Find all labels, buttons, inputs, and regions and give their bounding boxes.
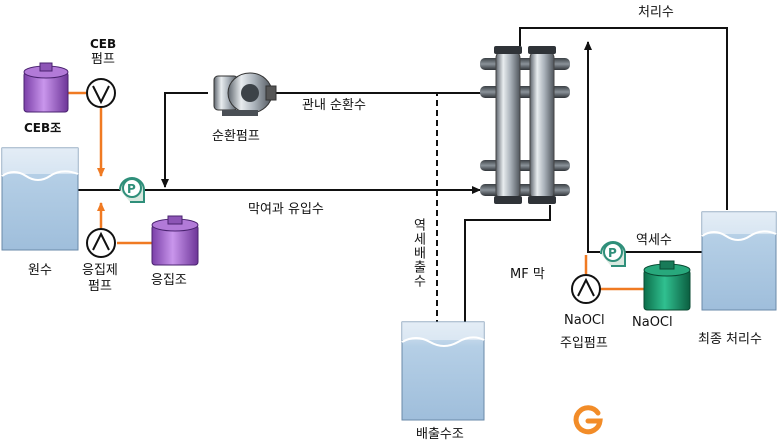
backwash-pump: P — [600, 241, 626, 267]
recirculation-line-left — [161, 92, 208, 188]
ceb-pump-label-2: 펌프 — [91, 52, 115, 67]
discharge-tank — [401, 321, 485, 421]
treated-water-label: 처리수 — [638, 5, 674, 20]
ceb-pump-label-1: CEB — [90, 37, 116, 51]
ceb-pump — [86, 78, 116, 108]
membrane-inflow-label: 막여과 유입수 — [248, 202, 324, 217]
backwash-line-2 — [584, 41, 600, 253]
coagulant-pump — [86, 228, 116, 258]
circulation-pump-label: 순환펌프 — [212, 129, 260, 144]
coagulant-pump-label-1: 응집제 — [82, 263, 118, 278]
backwash-pump-symbol: P — [608, 246, 617, 260]
backwash-discharge-label: 역세배출수 — [411, 218, 426, 288]
circulation-pump — [213, 72, 277, 116]
drain-line — [461, 205, 551, 331]
inlet-pump: P — [119, 177, 145, 203]
discharge-tank-label: 배출수조 — [416, 427, 464, 442]
mf-membrane-module — [480, 46, 570, 204]
recirculation-label: 관내 순환수 — [302, 98, 366, 113]
final-treated-water-tank — [701, 211, 777, 311]
naocl-tank — [643, 260, 691, 311]
naocl-pump-label-2: 주입펌프 — [560, 336, 608, 351]
naocl-pump-label-1: NaOCl — [564, 313, 605, 328]
coagulant-pump-label-2: 펌프 — [88, 279, 112, 294]
ceb-tank-label: CEB조 — [24, 121, 61, 135]
coagulant-tank — [151, 215, 199, 266]
naocl-tank-label: NaOCl — [632, 315, 673, 330]
raw-water-label: 원수 — [28, 263, 52, 278]
flow-lines — [78, 27, 728, 331]
final-treated-water-label: 최종 처리수 — [698, 332, 762, 347]
raw-water-tank — [1, 147, 79, 251]
chemical-lines — [68, 91, 644, 291]
coagulant-tank-label: 응집조 — [151, 273, 187, 288]
naocl-pump — [571, 274, 601, 304]
backwash-discharge-dashed-line — [433, 92, 490, 331]
g-logo-icon — [573, 405, 603, 435]
treated-water-line — [519, 27, 728, 210]
ceb-tank — [23, 62, 69, 113]
mf-membrane-label: MF 막 — [510, 267, 545, 282]
backwash-water-label: 역세수 — [636, 233, 672, 248]
inlet-pump-symbol: P — [127, 182, 136, 196]
